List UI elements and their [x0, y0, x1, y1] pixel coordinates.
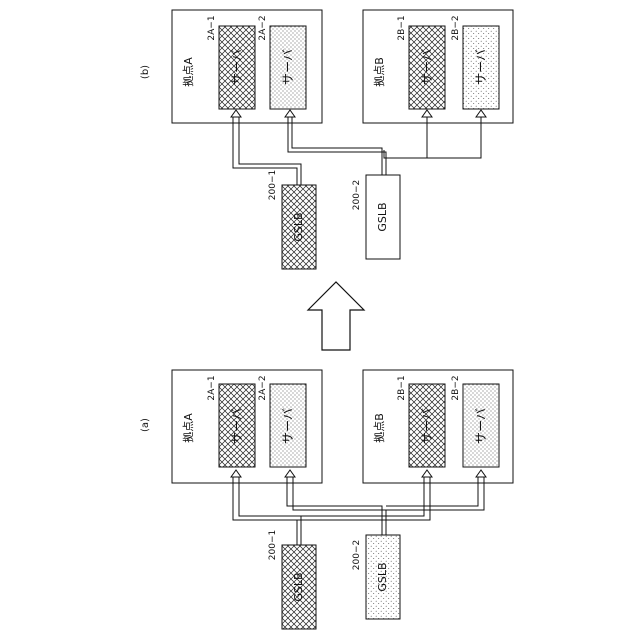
- server-2a-1-text: サーバ: [230, 408, 244, 444]
- panel-b-label: (b): [140, 65, 151, 79]
- transition-up-arrow: [308, 282, 364, 350]
- panel-a-label: (a): [140, 418, 151, 432]
- server-2b-1-id: 2B−1: [397, 15, 407, 40]
- gslb-200-1-id: 200−1: [268, 170, 278, 200]
- server-2a-2-text: サーバ: [281, 49, 295, 85]
- server-2a-2-id: 2A−2: [258, 375, 268, 400]
- server-2b-2-id: 2B−2: [451, 15, 461, 40]
- server-2b-2-text: サーバ: [474, 408, 488, 444]
- server-2a-1-text: サーバ: [230, 49, 244, 85]
- panel-b: (b) 拠点A サーバ 2A−1 サーバ 2A−2 拠点B サーバ 2B−1 サ…: [140, 10, 513, 269]
- gslb-200-2-text: GSLB: [376, 562, 389, 591]
- server-2b-2-id: 2B−2: [451, 375, 461, 400]
- gslb-200-2-id: 200−2: [352, 540, 362, 570]
- server-2a-1-id: 2A−1: [207, 15, 217, 40]
- site-a-label: 拠点A: [182, 413, 195, 443]
- server-2a-2-id: 2A−2: [258, 15, 268, 40]
- server-2b-1-id: 2B−1: [397, 375, 407, 400]
- gslb-200-2-id: 200−2: [352, 180, 362, 210]
- server-2b-1-text: サーバ: [420, 49, 434, 85]
- site-b-label: 拠点B: [373, 57, 386, 87]
- panel-a: (a) 拠点A サーバ 2A−1 サーバ 2A−2 拠点B サーバ 2B−1 サ…: [140, 370, 513, 629]
- gslb-200-1-text: GSLB: [292, 572, 305, 601]
- server-2b-2-text: サーバ: [474, 49, 488, 85]
- gslb-200-2-text: GSLB: [376, 202, 389, 231]
- server-2a-1-id: 2A−1: [207, 375, 217, 400]
- gslb-200-1-id: 200−1: [268, 530, 278, 560]
- site-b-label: 拠点B: [373, 413, 386, 443]
- server-2b-1-text: サーバ: [420, 408, 434, 444]
- site-a-label: 拠点A: [182, 57, 195, 87]
- server-2a-2-text: サーバ: [281, 408, 295, 444]
- gslb-200-1-text: GSLB: [292, 212, 305, 241]
